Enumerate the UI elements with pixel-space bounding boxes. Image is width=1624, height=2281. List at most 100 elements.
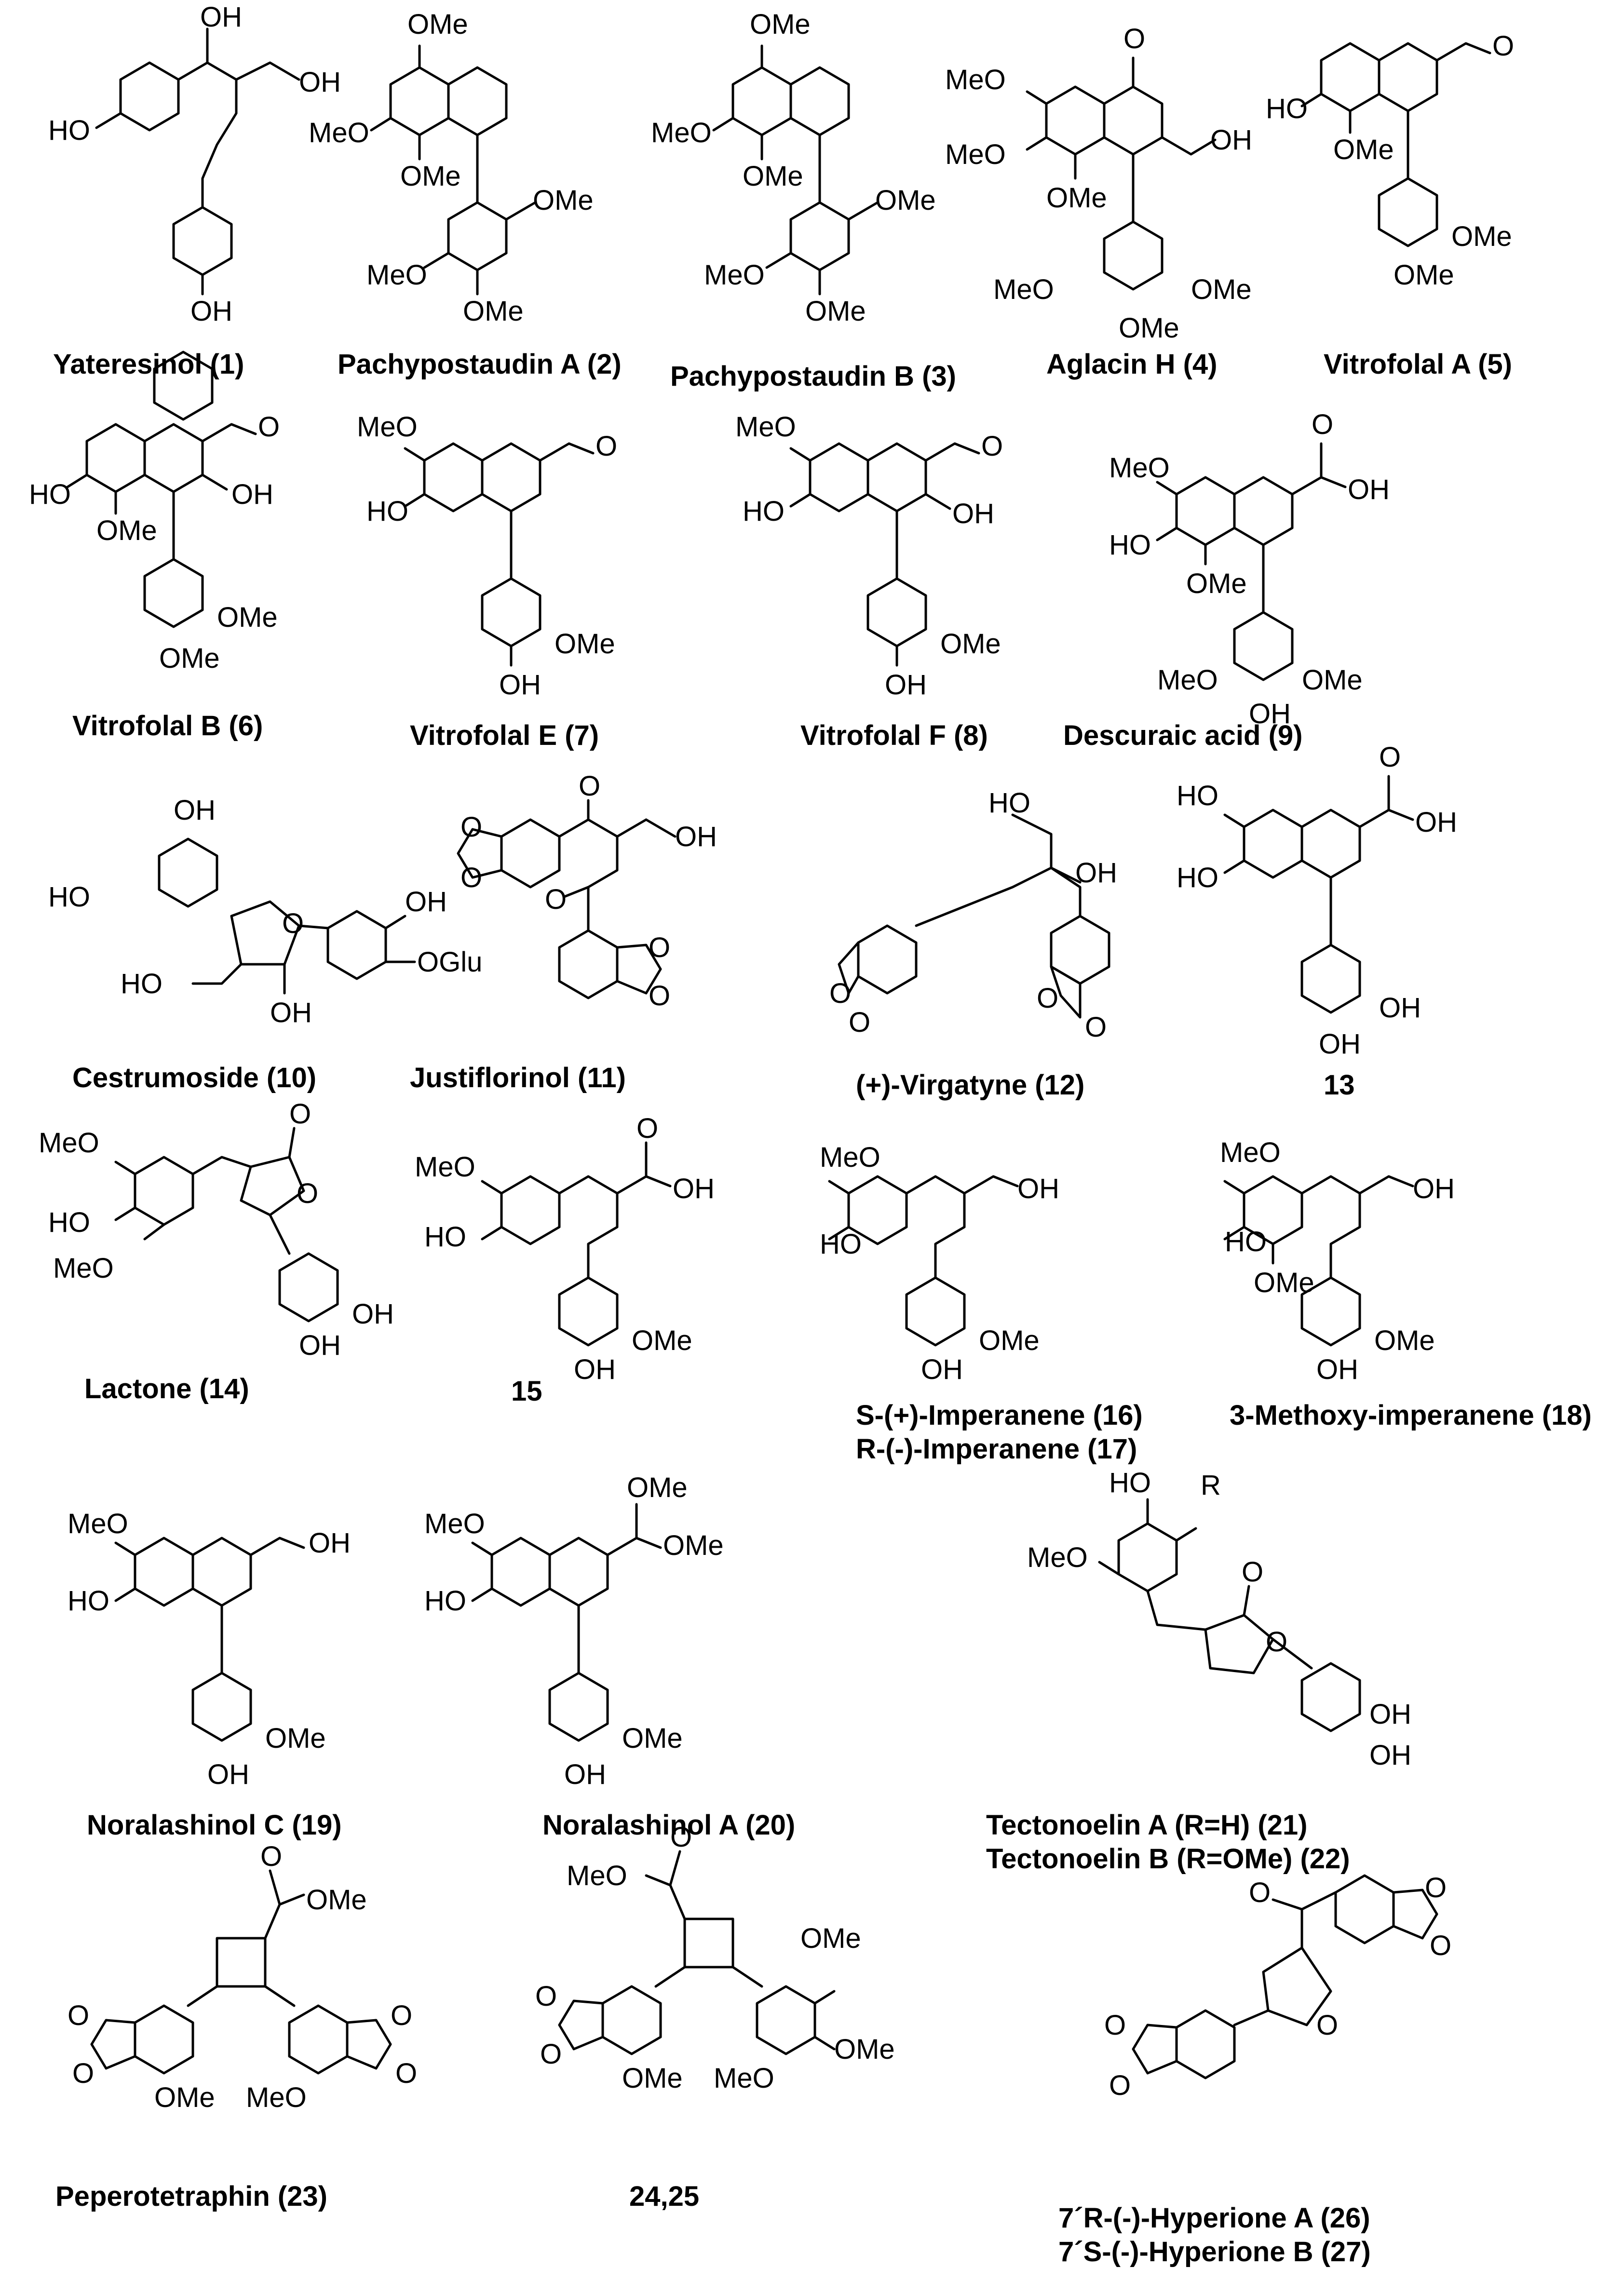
atom-label: OH [299,1330,341,1361]
atom-label: OH [952,498,994,529]
atom-label: MeO [714,2063,774,2094]
structure-15: O OH MeO HO OMe OH [415,1113,715,1385]
structure-noralashinol-a: OMe OMe MeO HO OMe OH [424,1472,724,1790]
atom-label: OH [673,1173,715,1204]
atom-label: OMe [800,1923,861,1954]
caption-vitrofolal-a: Vitrofolal A (5) [1324,349,1512,380]
caption-pachypostaudin-a: Pachypostaudin A (2) [338,349,622,380]
atom-label: OMe [1186,568,1247,599]
atom-label: OGlu [417,946,482,978]
atom-label: HO [48,881,90,913]
atom-label: OMe [632,1325,692,1356]
structure-24-25: O MeO OMe O O OMe OMe MeO [535,1822,895,2094]
atom-label: HO [1177,862,1218,893]
atom-label: MeO [567,1860,627,1891]
atom-label: HO [1177,780,1218,811]
atom-label: OMe [400,161,461,192]
atom-label: OH [299,67,341,98]
atom-label: O [460,862,482,893]
atom-label: OMe [750,9,811,40]
atom-label: OH [564,1759,606,1790]
atom-label: OMe [463,296,524,327]
atom-label: O [595,431,617,462]
atom-label: O [545,884,567,915]
atom-label: OMe [1374,1325,1435,1356]
structure-hyperione: O O O O O O [1104,1872,1451,2101]
atom-label: HO [988,787,1030,819]
atom-label: HO [820,1228,862,1260]
structure-imperanene: OH MeO HO OMe OH [820,1142,1059,1385]
atom-label: OMe [159,643,220,674]
caption-tectonoelin-b: Tectonoelin B (R=OMe) (22) [986,1843,1350,1875]
atom-label: HO [1225,1226,1267,1257]
structure-vitrofolal-a: O HO OMe OMe OMe [1266,30,1514,291]
caption-pachypostaudin-b: Pachypostaudin B (3) [670,361,956,392]
atom-label: O [1312,409,1333,440]
atom-label: O [540,2038,562,2070]
atom-label: O [535,1981,557,2012]
caption-justiflorinol: Justiflorinol (11) [410,1062,626,1093]
atom-label: OMe [940,628,1001,660]
atom-label: OH [1249,698,1291,729]
atom-label: OMe [1451,221,1512,252]
atom-label: MeO [993,274,1054,305]
atom-label: OH [885,669,927,701]
atom-label: O [636,1113,658,1144]
caption-descuraic-acid: Descuraic acid (9) [1063,720,1302,751]
caption-cestrumoside: Cestrumoside (10) [72,1062,316,1093]
atom-label: O [579,770,600,802]
atom-label: OH [921,1354,963,1385]
atom-label: O [391,2000,412,2031]
atom-label: OH [270,997,312,1028]
atom-label: OMe [217,602,278,633]
caption-24-25: 24,25 [629,2181,699,2212]
atom-label: OH [190,296,232,327]
atom-label: HO [68,1585,109,1617]
caption-peperotetraphin: Peperotetraphin (23) [55,2181,327,2212]
structure-vitrofolal-f: O MeO HO OH OMe OH [735,411,1003,701]
atom-label: O [1430,1930,1451,1961]
structure-lactone: O O MeO HO MeO OH OH [39,1098,394,1361]
caption-hyperione-a: 7´R-(-)-Hyperione A (26) [1058,2202,1370,2234]
atom-label: O [849,1007,870,1038]
atom-label: MeO [1220,1137,1281,1168]
atom-label: O [68,2000,89,2031]
atom-label: HO [1109,1467,1151,1498]
atom-label: OMe [834,2034,895,2065]
atom-label: OMe [154,2082,215,2113]
atom-label: MeO [309,117,369,148]
atom-label: OH [1369,1740,1411,1771]
caption-methoxy-imperanene: 3-Methoxy-imperanene (18) [1230,1400,1592,1431]
atom-label: OH [1415,807,1457,838]
atom-label: MeO [945,139,1006,170]
atom-label: O [1249,1877,1271,1908]
atom-label: O [981,431,1003,462]
atom-label: O [1104,2010,1126,2041]
atom-label: O [829,978,851,1009]
structure-peperotetraphin: O OMe O O O O OMe MeO [68,1841,417,2113]
atom-label: OH [174,795,216,826]
caption-15: 15 [511,1376,542,1407]
atom-label: O [282,908,304,939]
atom-label: MeO [39,1127,99,1159]
structure-vitrofolal-b: O HO OH OMe OMe OMe [29,411,280,674]
caption-noralashinol-a: Noralashinol A (20) [542,1809,795,1841]
atom-label: OMe [979,1325,1040,1356]
atom-label: HO [424,1221,466,1253]
atom-label: HO [1109,529,1151,561]
atom-label: OMe [622,1723,683,1754]
atom-label: MeO [704,259,765,291]
atom-label: OMe [306,1884,367,1916]
atom-label: O [1085,1012,1107,1043]
atom-label: O [1316,2010,1338,2041]
atom-label: O [1425,1872,1447,1903]
atom-label: MeO [1109,452,1170,484]
atom-label: O [1037,983,1058,1014]
atom-label: HO [48,115,90,146]
atom-label: O [1379,742,1401,773]
caption-13: 13 [1324,1069,1355,1101]
structure-methoxy-imperanene: OH MeO HO OMe OMe OH [1220,1137,1455,1385]
atom-label: O [260,1841,282,1872]
atom-label: O [297,1178,318,1209]
atom-label: O [649,932,670,963]
